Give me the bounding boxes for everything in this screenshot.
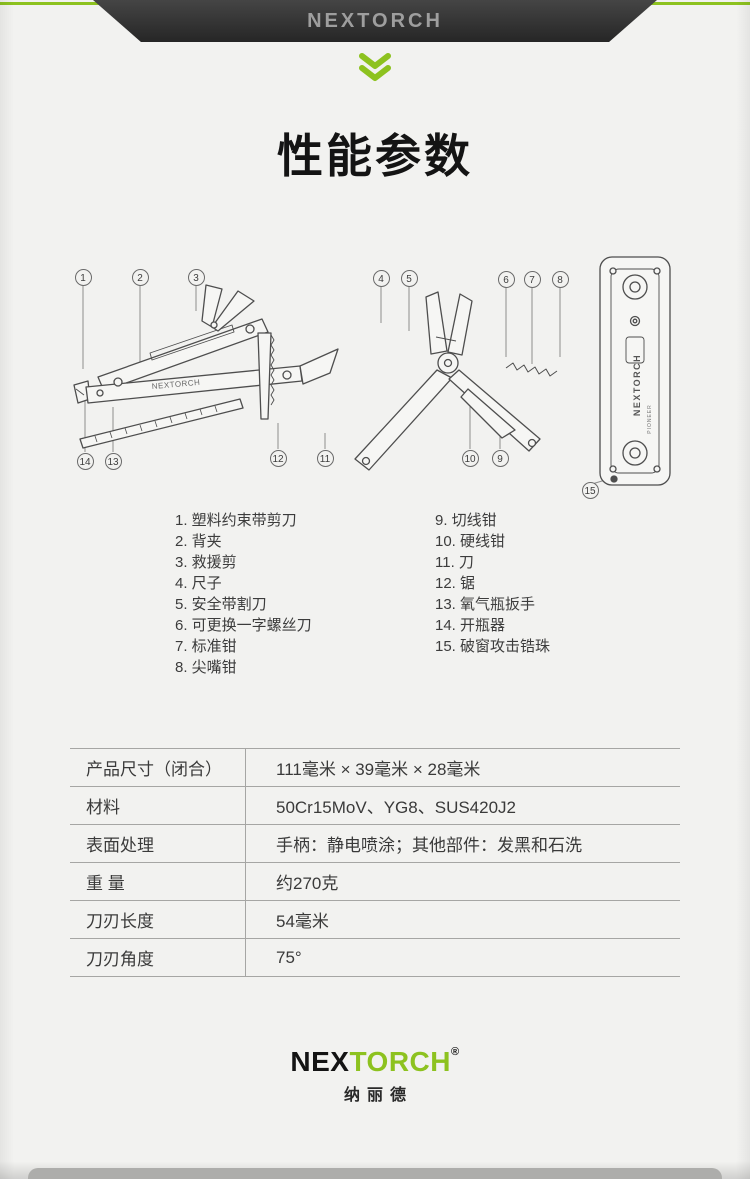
brand-logo-green: TORCH [349, 1046, 451, 1077]
legend-item: 8. 尖嘴钳 [175, 659, 237, 676]
page-title: 性能参数 [277, 130, 473, 182]
side-brand-text: NEXTORCH [632, 354, 642, 416]
spec-label: 刀刃长度 [70, 901, 246, 938]
legend-item: 5. 安全带割刀 [175, 596, 267, 613]
callout-6: 6 [497, 270, 515, 288]
top-banner: NEXTORCH [0, 0, 750, 46]
callout-12: 12 [269, 449, 287, 467]
legend-item: 12. 锯 [435, 575, 476, 592]
parts-legend: 1. 塑料约束带剪刀 2. 背夹 3. 救援剪 4. 尺子 5. 安全带割刀 6… [175, 510, 550, 678]
table-row: 刀刃长度 54毫米 [70, 901, 680, 939]
legend-item: 7. 标准钳 [175, 638, 237, 655]
legend-item: 9. 切线钳 [435, 512, 497, 529]
spec-label: 刀刃角度 [70, 939, 246, 976]
legend-right-column: 9. 切线钳 10. 硬线钳 11. 刀 12. 锯 13. 氧气瓶扳手 14.… [435, 510, 550, 678]
legend-item: 13. 氧气瓶扳手 [435, 596, 536, 613]
chevron-down-icon [0, 52, 750, 84]
footer-logo-block: NEXTORCH® 纳丽德 [0, 1046, 750, 1105]
legend-item: 4. 尺子 [175, 575, 222, 592]
side-model-text: PIONEER [647, 404, 653, 434]
callout-14: 14 [76, 452, 94, 470]
table-row: 刀刃角度 75° [70, 939, 680, 977]
spec-label: 重 量 [70, 863, 246, 900]
spec-value: 54毫米 [276, 912, 329, 931]
banner-accent-line-left [0, 2, 102, 5]
banner-accent-line-right [648, 2, 750, 5]
callout-10: 10 [461, 449, 479, 467]
spec-value: 手柄：静电喷涂；其他部件：发黑和石洗 [276, 836, 582, 855]
callout-1: 1 [74, 268, 92, 286]
callout-9: 9 [491, 449, 509, 467]
legend-item: 11. 刀 [435, 554, 474, 571]
banner-brand-text: NEXTORCH [307, 9, 443, 32]
brand-logo-black: NEX [290, 1046, 350, 1077]
legend-item: 15. 破窗攻击锆珠 [435, 638, 551, 655]
legend-item: 3. 救援剪 [175, 554, 237, 571]
banner-ribbon: NEXTORCH [93, 0, 657, 42]
brand-chinese-name: 纳丽德 [343, 1087, 413, 1104]
callout-3: 3 [187, 268, 205, 286]
spec-value: 75° [276, 947, 302, 967]
next-section-edge [28, 1168, 722, 1179]
spec-label: 表面处理 [70, 825, 246, 862]
table-row: 表面处理 手柄：静电喷涂；其他部件：发黑和石洗 [70, 825, 680, 863]
registered-mark: ® [451, 1046, 460, 1058]
spec-value: 约270克 [276, 874, 339, 893]
table-row: 产品尺寸（闭合） 111毫米 × 39毫米 × 28毫米 [70, 749, 680, 787]
callout-15: 15 [581, 481, 599, 499]
spec-table: 产品尺寸（闭合） 111毫米 × 39毫米 × 28毫米 材料 50Cr15Mo… [70, 748, 680, 977]
legend-item: 14. 开瓶器 [435, 617, 506, 634]
table-row: 材料 50Cr15MoV、YG8、SUS420J2 [70, 787, 680, 825]
spec-value: 50Cr15MoV、YG8、SUS420J2 [276, 798, 517, 817]
callout-5: 5 [400, 269, 418, 287]
spec-value: 111毫米 × 39毫米 × 28毫米 [276, 760, 481, 779]
legend-item: 2. 背夹 [175, 533, 222, 550]
spec-label: 产品尺寸（闭合） [70, 749, 246, 786]
legend-item: 10. 硬线钳 [435, 533, 506, 550]
callout-11: 11 [316, 449, 334, 467]
callout-7: 7 [523, 270, 541, 288]
callout-4: 4 [372, 269, 390, 287]
brand-logo: NEXTORCH® [0, 1046, 750, 1078]
legend-left-column: 1. 塑料约束带剪刀 2. 背夹 3. 救援剪 4. 尺子 5. 安全带割刀 6… [175, 510, 435, 678]
product-diagram: NEXTORCH [0, 237, 750, 527]
spec-label: 材料 [70, 787, 246, 824]
legend-item: 6. 可更换一字螺丝刀 [175, 617, 312, 634]
callout-2: 2 [131, 268, 149, 286]
callout-8: 8 [551, 270, 569, 288]
table-row: 重 量 约270克 [70, 863, 680, 901]
legend-item: 1. 塑料约束带剪刀 [175, 512, 297, 529]
tool-line-art: NEXTORCH [73, 256, 671, 486]
handle-brand-text: NEXTORCH [151, 378, 200, 391]
callout-13: 13 [104, 452, 122, 470]
